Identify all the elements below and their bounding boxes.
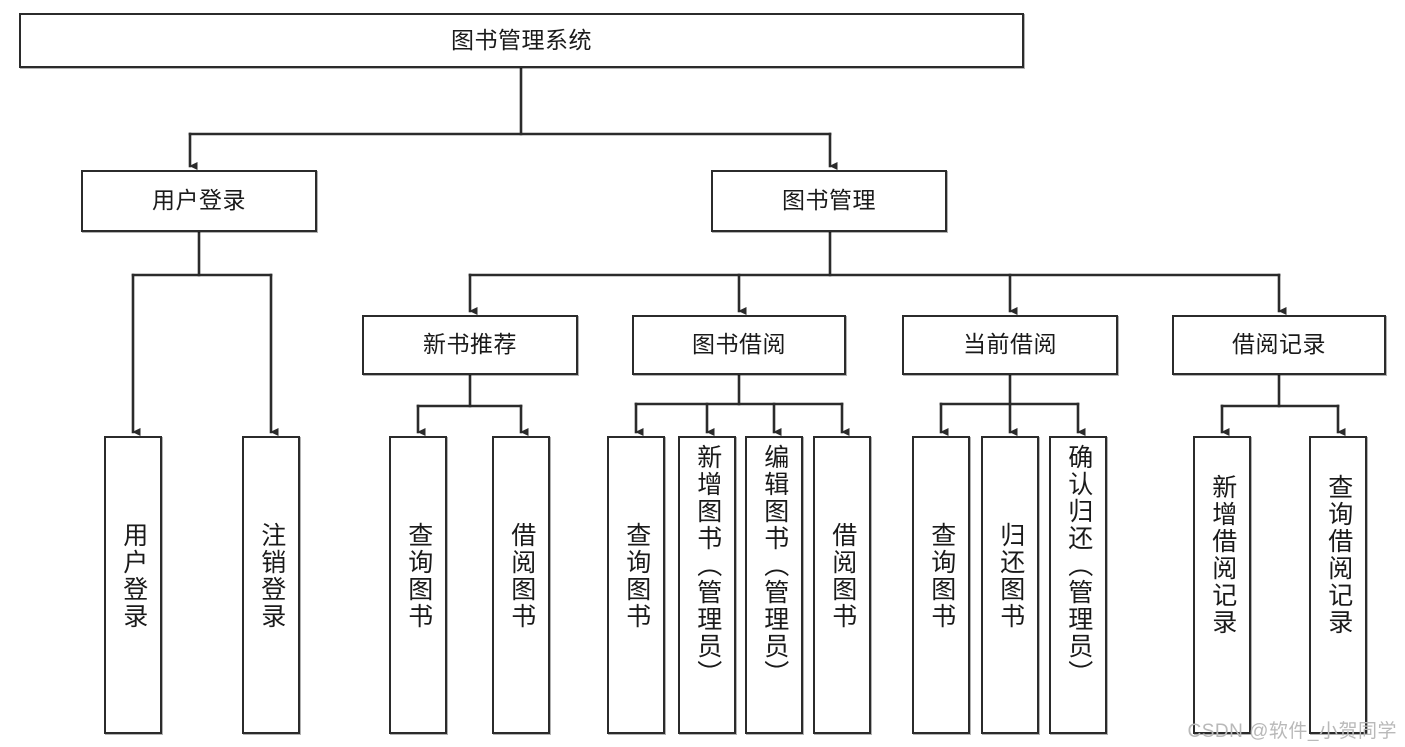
node-leaf-confirm-return-label: 确认归还（管理员） [1064, 444, 1093, 687]
node-leaf-user-login-label: 用户登录 [119, 522, 148, 630]
node-leaf-return-book[interactable]: 归还图书 [981, 436, 1039, 734]
node-leaf-borrow-book-1[interactable]: 借阅图书 [492, 436, 550, 734]
node-book-manage-label: 图书管理 [782, 187, 876, 214]
node-current-borrow-label: 当前借阅 [963, 331, 1057, 358]
node-leaf-borrow-book-1-label: 借阅图书 [507, 522, 536, 630]
node-leaf-query-book-2[interactable]: 查询图书 [607, 436, 665, 734]
node-root[interactable]: 图书管理系统 [19, 13, 1024, 68]
node-leaf-query-record-label: 查询借阅记录 [1324, 474, 1353, 636]
node-leaf-borrow-book-2[interactable]: 借阅图书 [813, 436, 871, 734]
node-user-login[interactable]: 用户登录 [81, 170, 317, 232]
node-root-label: 图书管理系统 [451, 26, 592, 53]
node-leaf-add-book-label: 新增图书（管理员） [693, 444, 722, 687]
node-new-book-rec-label: 新书推荐 [423, 331, 517, 358]
node-book-borrow-label: 图书借阅 [692, 331, 786, 358]
node-leaf-query-book-1[interactable]: 查询图书 [389, 436, 447, 734]
node-leaf-borrow-book-2-label: 借阅图书 [828, 522, 857, 630]
node-leaf-query-record[interactable]: 查询借阅记录 [1309, 436, 1367, 734]
watermark-text: CSDN @软件_小贺同学 [1187, 721, 1397, 742]
node-user-login-label: 用户登录 [152, 187, 246, 214]
node-book-manage[interactable]: 图书管理 [711, 170, 947, 232]
node-leaf-confirm-return[interactable]: 确认归还（管理员） [1049, 436, 1107, 734]
node-leaf-query-book-2-label: 查询图书 [622, 522, 651, 630]
node-current-borrow[interactable]: 当前借阅 [902, 315, 1118, 375]
node-new-book-rec[interactable]: 新书推荐 [362, 315, 578, 375]
node-leaf-add-record[interactable]: 新增借阅记录 [1193, 436, 1251, 734]
node-leaf-edit-book[interactable]: 编辑图书（管理员） [745, 436, 803, 734]
node-leaf-logout-label: 注销登录 [257, 522, 286, 630]
node-leaf-user-login[interactable]: 用户登录 [104, 436, 162, 734]
node-leaf-add-record-label: 新增借阅记录 [1208, 474, 1237, 636]
node-leaf-query-book-1-label: 查询图书 [404, 522, 433, 630]
node-leaf-edit-book-label: 编辑图书（管理员） [760, 444, 789, 687]
node-borrow-record-label: 借阅记录 [1232, 331, 1326, 358]
node-leaf-add-book[interactable]: 新增图书（管理员） [678, 436, 736, 734]
node-leaf-logout[interactable]: 注销登录 [242, 436, 300, 734]
node-leaf-return-book-label: 归还图书 [996, 522, 1025, 630]
node-book-borrow[interactable]: 图书借阅 [632, 315, 846, 375]
node-leaf-query-book-3-label: 查询图书 [927, 522, 956, 630]
node-borrow-record[interactable]: 借阅记录 [1172, 315, 1386, 375]
node-leaf-query-book-3[interactable]: 查询图书 [912, 436, 970, 734]
